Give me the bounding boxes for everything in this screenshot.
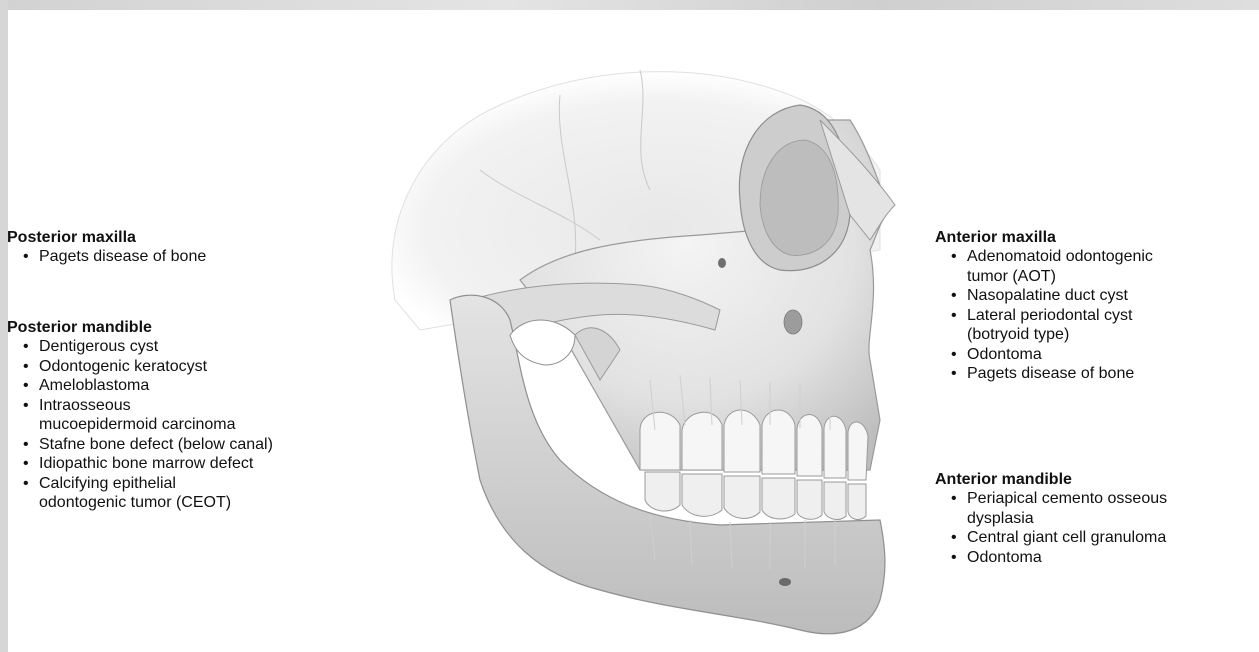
list-item: Nasopalatine duct cyst	[951, 286, 1255, 306]
lower-teeth	[645, 472, 866, 519]
upper-teeth	[640, 410, 868, 480]
list-item: Stafne bone defect (below canal)	[23, 435, 387, 455]
region-list: Pagets disease of bone	[7, 247, 206, 267]
maxillary-foramen	[784, 310, 802, 334]
region-title: Posterior mandible	[7, 318, 387, 337]
list-item: Dentigerous cyst	[23, 337, 387, 357]
list-item: Pagets disease of bone	[23, 247, 206, 267]
region-title: Anterior maxilla	[935, 228, 1255, 247]
list-item: Central giant cell granuloma	[951, 528, 1255, 548]
region-title: Anterior mandible	[935, 470, 1255, 489]
region-anterior-maxilla: Anterior maxilla Adenomatoid odontogenic…	[935, 228, 1255, 384]
region-list: Dentigerous cystOdontogenic keratocystAm…	[7, 337, 387, 513]
region-title: Posterior maxilla	[7, 228, 206, 247]
list-item: Odontogenic keratocyst	[23, 357, 387, 377]
list-item: Lateral periodontal cyst(botryoid type)	[951, 306, 1255, 345]
region-anterior-mandible: Anterior mandible Periapical cemento oss…	[935, 470, 1255, 567]
mental-foramen	[779, 578, 791, 586]
infraorbital-foramen	[718, 258, 726, 268]
list-item: Odontoma	[951, 345, 1255, 365]
list-item: Odontoma	[951, 548, 1255, 568]
mandibular-notch	[510, 320, 575, 365]
region-posterior-maxilla: Posterior maxilla Pagets disease of bone	[7, 228, 206, 267]
region-list: Periapical cemento osseousdysplasiaCentr…	[935, 489, 1255, 567]
list-item: Ameloblastoma	[23, 376, 387, 396]
region-posterior-mandible: Posterior mandible Dentigerous cystOdont…	[7, 318, 387, 513]
list-item: Idiopathic bone marrow defect	[23, 454, 387, 474]
list-item: Pagets disease of bone	[951, 364, 1255, 384]
